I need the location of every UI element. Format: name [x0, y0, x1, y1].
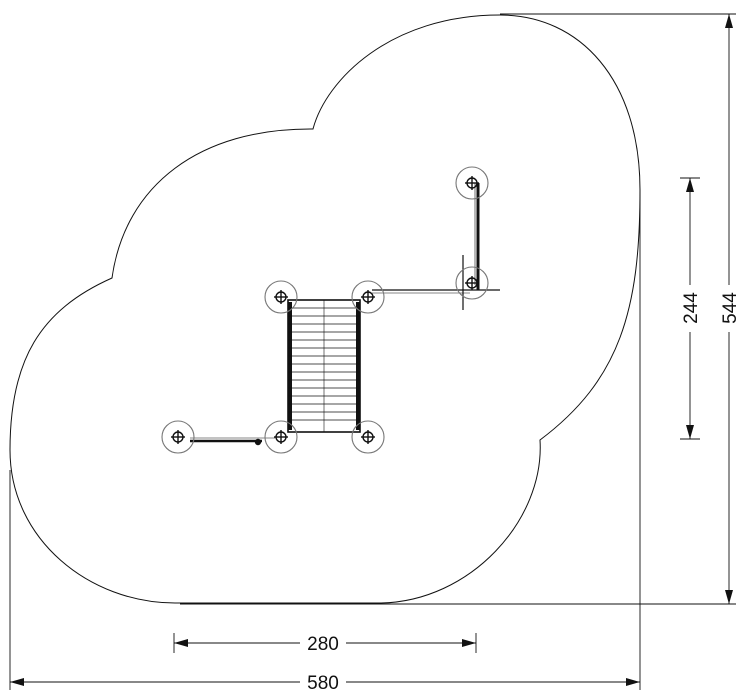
post-icon: [361, 290, 375, 304]
safety-zone-outline: [9, 14, 641, 604]
post-footing: [351, 280, 385, 314]
post-footings: [161, 166, 489, 454]
dimension-post-span-height: 244: [680, 177, 702, 440]
dimension-overall-height: 544: [720, 14, 736, 604]
beams: [190, 183, 500, 443]
overall-width-label: 580: [307, 673, 339, 691]
extension-lines: [9, 13, 736, 690]
post-footing: [161, 420, 195, 454]
post-icon: [274, 290, 288, 304]
post-span-width-label: 280: [307, 634, 339, 655]
dimension-overall-width: 580: [10, 673, 640, 691]
post-icon: [171, 430, 185, 444]
post-footing: [351, 420, 385, 454]
post-footing: [455, 266, 489, 300]
dimension-post-span-width: 280: [173, 633, 477, 655]
overall-height-label: 544: [720, 292, 736, 324]
post-span-height-label: 244: [681, 292, 702, 324]
post-footing: [455, 166, 489, 200]
posts: [171, 176, 479, 446]
deck-planks: [288, 307, 360, 421]
post-footing: [264, 420, 298, 454]
post-icon: [465, 276, 479, 290]
post-icon: [361, 430, 375, 444]
tower-deck: [287, 299, 361, 433]
post-icon: [465, 176, 479, 190]
post-icon: [274, 430, 288, 444]
post-footing: [264, 280, 298, 314]
